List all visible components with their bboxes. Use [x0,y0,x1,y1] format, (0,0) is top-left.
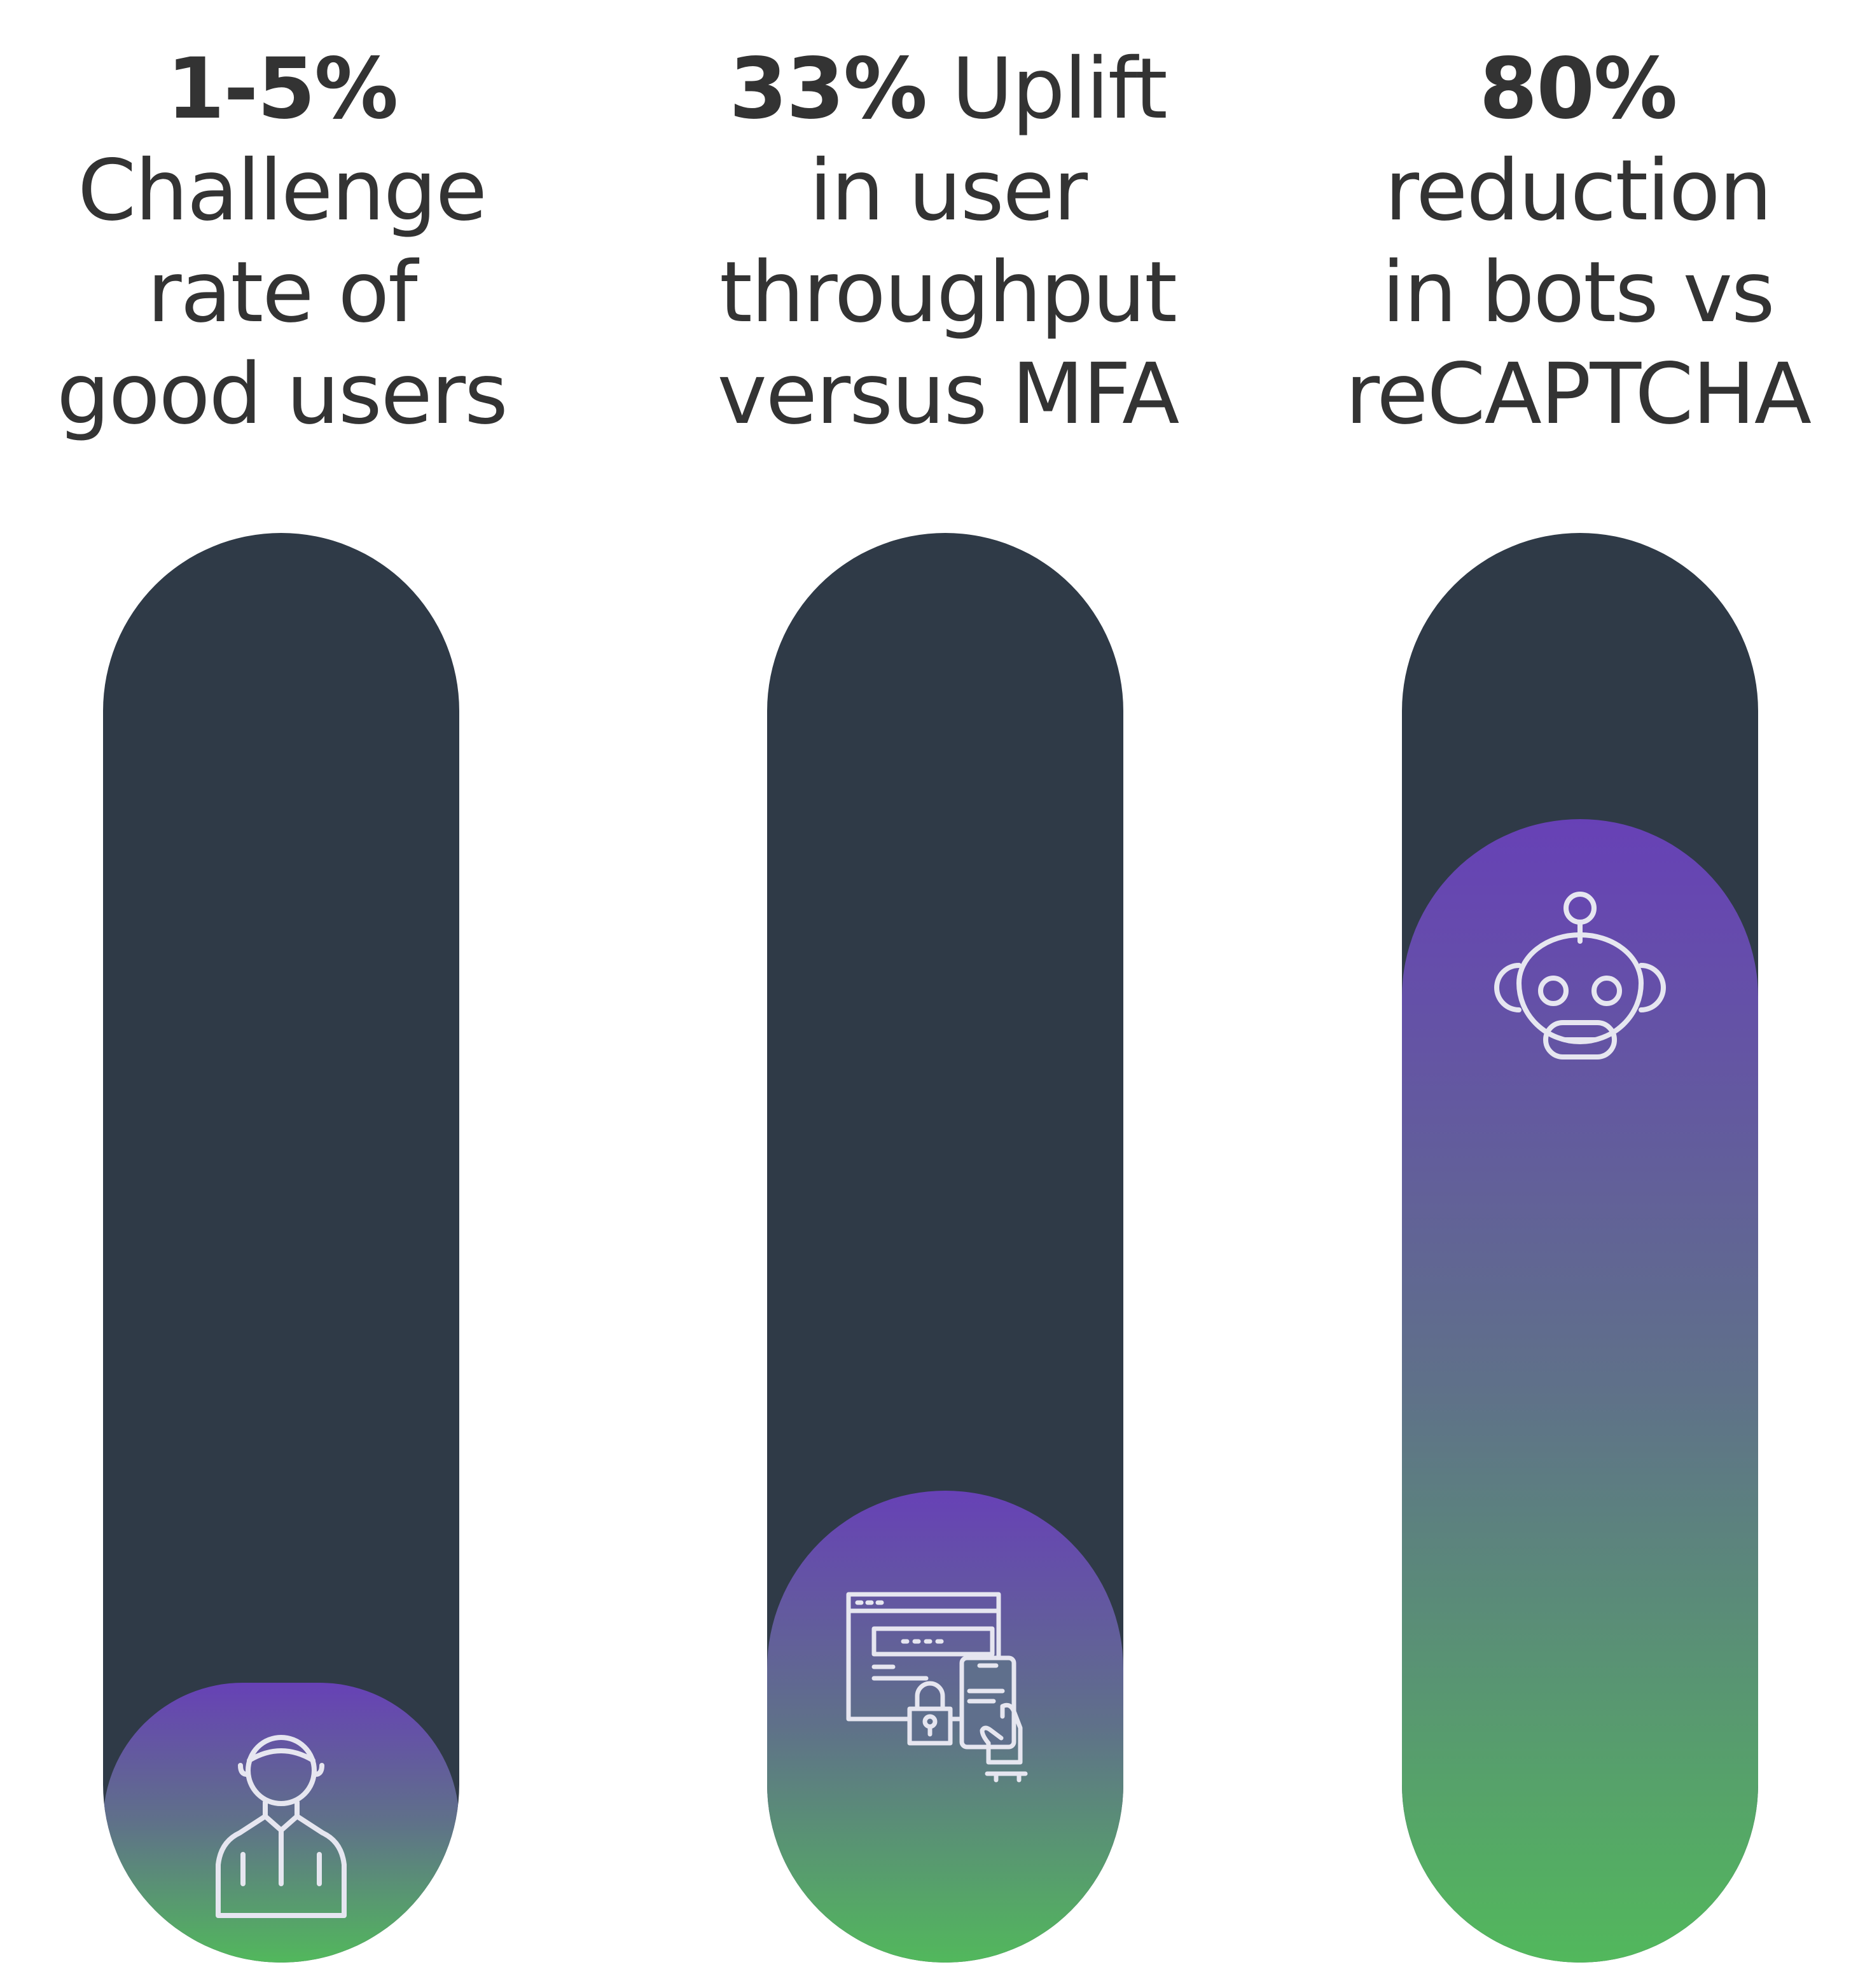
user-icon [216,1735,347,1918]
robot-icon [1494,892,1666,1060]
stat-1-line: good users [57,345,508,443]
stat-3-headline: 80% [1298,38,1858,140]
stat-1-line: rate of [147,244,417,342]
bar-track-1 [103,533,459,1963]
stat-2-highlight: 33% [729,40,927,138]
bar-track-3 [1402,533,1758,1963]
stat-2-line: in user [808,142,1088,240]
stat-1-headline: 1-5% [0,38,564,140]
stat-3-line: in bots vs [1382,244,1775,342]
stat-text-1: 1-5% Challenge rate of good users [0,38,564,445]
stat-3-line: reduction [1384,142,1772,240]
stat-text-2: 33% Uplift in user throughput versus MFA [662,38,1234,445]
bar-fill-2 [767,1491,1123,1963]
bar-fill-3 [1402,819,1758,1963]
bar-track-2 [767,533,1123,1963]
stat-3-highlight: 80% [1479,40,1678,138]
bar-fill-1 [103,1683,459,1963]
stat-2-headline: 33% Uplift [662,38,1234,140]
secure-devices-icon [846,1592,1028,1783]
stat-1-highlight: 1-5% [166,40,399,138]
stat-2-headline-rest: Uplift [926,40,1168,138]
stat-1-line: Challenge [78,142,487,240]
stat-3-line: reCAPTCHA [1345,345,1812,443]
stat-2-line: throughput [719,244,1177,342]
stat-2-line: versus MFA [717,345,1180,443]
stat-text-3: 80% reduction in bots vs reCAPTCHA [1298,38,1858,445]
